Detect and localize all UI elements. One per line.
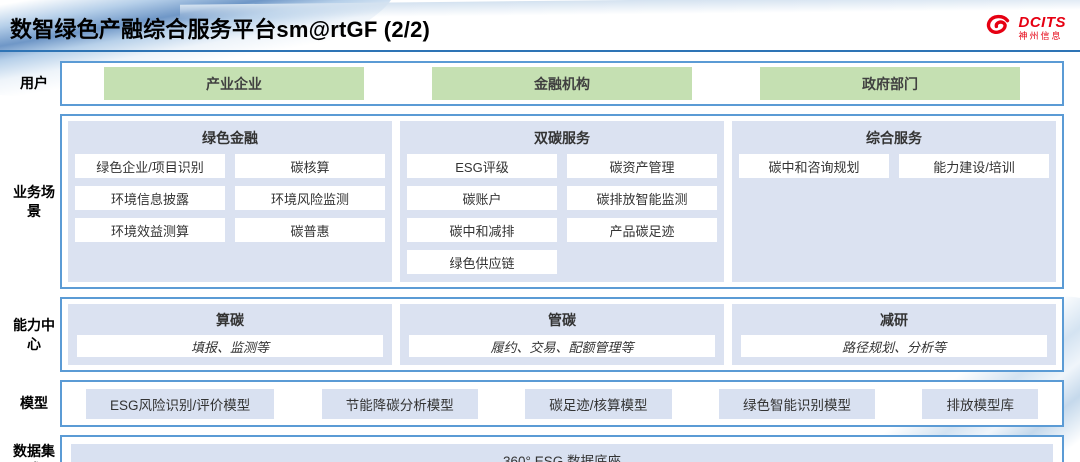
scenario-grid: ESG评级 碳资产管理 碳账户 碳排放智能监测 碳中和减排 产品碳足迹 绿色供应… xyxy=(407,154,717,282)
capability-desc: 履约、交易、配额管理等 xyxy=(409,335,715,357)
diagram-body: 用户 产业企业 金融机构 政府部门 业务场景 绿色金融 绿色企业/项目识别 碳核… xyxy=(0,52,1080,462)
scenario-item: 环境风险监测 xyxy=(235,186,385,210)
dcits-logo-text-block: DCITS 神州信息 xyxy=(1019,15,1067,41)
row-models: 模型 ESG风险识别/评价模型 节能降碳分析模型 碳足迹/核算模型 绿色智能识别… xyxy=(8,380,1080,427)
capabilities-container: 算碳 填报、监测等 管碳 履约、交易、配额管理等 减研 路径规划、分析等 xyxy=(60,297,1064,372)
models-container: ESG风险识别/评价模型 节能降碳分析模型 碳足迹/核算模型 绿色智能识别模型 … xyxy=(60,380,1064,427)
row-scenarios: 业务场景 绿色金融 绿色企业/项目识别 碳核算 环境信息披露 环境风险监测 环境… xyxy=(8,114,1080,289)
capability-panel-manage-carbon: 管碳 履约、交易、配额管理等 xyxy=(400,304,724,365)
model-box: 绿色智能识别模型 xyxy=(718,388,875,419)
scenario-item: 碳普惠 xyxy=(235,218,385,242)
row-users: 用户 产业企业 金融机构 政府部门 xyxy=(8,61,1080,106)
scenario-column-title: 综合服务 xyxy=(866,130,922,146)
capability-title: 算碳 xyxy=(216,312,244,328)
scenario-item: 碳核算 xyxy=(235,154,385,178)
row-capabilities: 能力中心 算碳 填报、监测等 管碳 履约、交易、配额管理等 减研 路径规划、分析… xyxy=(8,297,1080,372)
row-label-users: 用户 xyxy=(20,75,48,92)
row-label-models: 模型 xyxy=(20,395,48,412)
row-data-integration: 数据集成 360° ESG 数据底座 xyxy=(8,435,1080,462)
scenario-item: ESG评级 xyxy=(407,154,557,178)
capability-title: 管碳 xyxy=(548,312,576,328)
dcits-logo-subtext: 神州信息 xyxy=(1018,31,1063,41)
user-box-industry: 产业企业 xyxy=(103,67,365,100)
user-box-finance: 金融机构 xyxy=(431,67,693,100)
row-label-data-integration: 数据集成 xyxy=(13,442,55,462)
model-box: ESG风险识别/评价模型 xyxy=(86,388,275,419)
data-integration-container: 360° ESG 数据底座 xyxy=(60,435,1064,462)
scenario-item: 环境信息披露 xyxy=(75,186,225,210)
row-label-scenarios: 业务场景 xyxy=(13,184,55,219)
scenario-item: 碳资产管理 xyxy=(567,154,717,178)
scenario-grid: 碳中和咨询规划 能力建设/培训 xyxy=(739,154,1049,186)
title-divider xyxy=(0,50,1080,52)
scenario-column-title: 绿色金融 xyxy=(202,130,258,146)
capability-desc: 填报、监测等 xyxy=(77,335,383,357)
scenario-item: 能力建设/培训 xyxy=(899,154,1049,178)
model-box: 节能降碳分析模型 xyxy=(321,388,478,419)
dcits-logo: DCITS 神州信息 xyxy=(984,13,1067,44)
capability-title: 减研 xyxy=(880,312,908,328)
scenario-grid: 绿色企业/项目识别 碳核算 环境信息披露 环境风险监测 环境效益测算 碳普惠 xyxy=(75,154,385,250)
capability-panel-reduce-research: 减研 路径规划、分析等 xyxy=(732,304,1056,365)
capability-panel-count-carbon: 算碳 填报、监测等 xyxy=(68,304,392,365)
slide-header: 数智绿色产融综合服务平台sm@rtGF (2/2) DCITS 神州信息 xyxy=(0,0,1080,50)
scenario-item: 碳账户 xyxy=(407,186,557,210)
dcits-logo-text: DCITS xyxy=(1018,14,1066,31)
model-box: 碳足迹/核算模型 xyxy=(525,388,672,419)
scenario-column-title: 双碳服务 xyxy=(534,130,590,146)
scenario-item: 绿色企业/项目识别 xyxy=(75,154,225,178)
user-box-government: 政府部门 xyxy=(759,67,1021,100)
row-label-capabilities: 能力中心 xyxy=(13,317,55,352)
scenario-item: 碳中和减排 xyxy=(407,218,557,242)
model-box: 排放模型库 xyxy=(922,388,1038,419)
scenario-column-comprehensive: 综合服务 碳中和咨询规划 能力建设/培训 xyxy=(732,121,1056,282)
scenario-item: 产品碳足迹 xyxy=(567,218,717,242)
page-title: 数智绿色产融综合服务平台sm@rtGF (2/2) xyxy=(10,17,431,42)
scenario-item: 绿色供应链 xyxy=(407,250,557,274)
users-container: 产业企业 金融机构 政府部门 xyxy=(60,61,1064,106)
data-foundation-box: 360° ESG 数据底座 xyxy=(71,444,1053,462)
capability-desc: 路径规划、分析等 xyxy=(741,335,1047,357)
scenario-column-green-finance: 绿色金融 绿色企业/项目识别 碳核算 环境信息披露 环境风险监测 环境效益测算 … xyxy=(68,121,392,282)
scenario-item: 碳中和咨询规划 xyxy=(739,154,889,178)
dcits-swirl-icon xyxy=(984,13,1016,44)
scenario-item: 碳排放智能监测 xyxy=(567,186,717,210)
scenario-item: 环境效益测算 xyxy=(75,218,225,242)
scenario-column-dual-carbon: 双碳服务 ESG评级 碳资产管理 碳账户 碳排放智能监测 碳中和减排 产品碳足迹… xyxy=(400,121,724,282)
scenarios-container: 绿色金融 绿色企业/项目识别 碳核算 环境信息披露 环境风险监测 环境效益测算 … xyxy=(60,114,1064,289)
